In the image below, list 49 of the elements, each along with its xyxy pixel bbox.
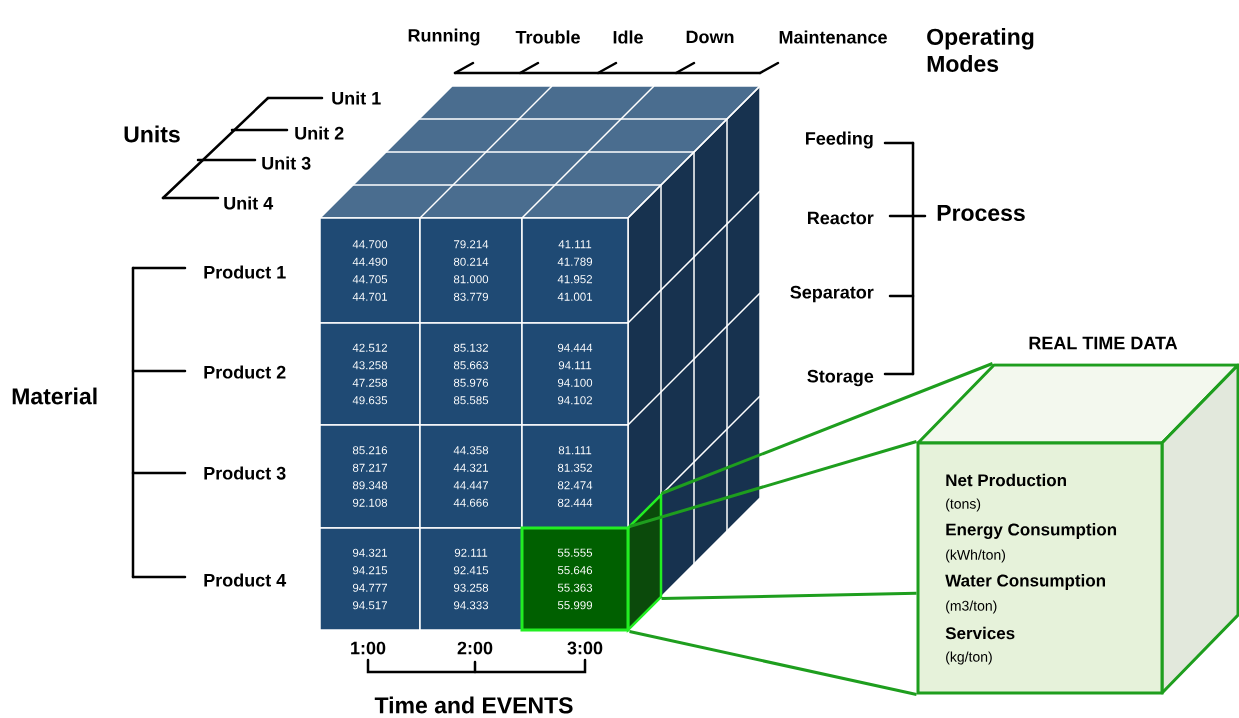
metric-name: Services [945, 626, 1015, 640]
data-cell: 94.321 94.215 94.777 94.517 [319, 527, 421, 631]
axis-title: Process [937, 205, 1025, 221]
column-label: Idle [613, 30, 643, 44]
row-label: Product 2 [204, 365, 286, 379]
column-label: Maintenance [779, 30, 887, 44]
projection-line [661, 591, 917, 600]
layer-label: Unit 1 [332, 91, 381, 105]
column-label: Running [408, 28, 480, 46]
row-label: Product 3 [204, 466, 286, 480]
data-cell: 42.512 43.258 47.258 49.635 [319, 322, 421, 426]
axis-title: Units [124, 125, 180, 143]
projection-line [660, 362, 994, 495]
axis-title: Material [12, 387, 97, 405]
column-label: 2:00 [457, 641, 493, 655]
row-label: Storage [807, 369, 874, 387]
data-cell: 81.111 81.352 82.474 82.444 [521, 424, 629, 529]
row-label: Separator [790, 285, 874, 303]
data-cell: 94.444 94.111 94.100 94.102 [521, 322, 629, 426]
metric-name: Net Production [946, 473, 1066, 487]
data-cell: 44.358 44.321 44.447 44.666 [419, 424, 523, 529]
unit-label: (kWh/ton) [946, 549, 1005, 563]
axis-title: Time and EVENTS [374, 696, 573, 714]
row-label: Product 4 [204, 573, 287, 587]
heading: REAL TIME DATA [1029, 336, 1178, 350]
layer-label: Unit 3 [262, 156, 311, 170]
data-cell: 85.132 85.663 85.976 85.585 [419, 322, 523, 426]
axis-title: Operating Modes [927, 28, 1034, 72]
unit-label: (kg/ton) [946, 651, 992, 665]
layer-label: Unit 4 [224, 196, 274, 210]
column-label: Down [686, 30, 734, 44]
metric-name: Energy Consumption [946, 523, 1117, 539]
layer-label: Unit 2 [295, 126, 344, 140]
unit-label: (tons) [946, 498, 981, 512]
row-label: Feeding [806, 131, 873, 149]
unit-label: (m3/ton) [946, 600, 997, 614]
projection-line [629, 630, 917, 696]
column-label: Trouble [515, 30, 580, 44]
metric-name: Water Consumption [945, 574, 1105, 590]
data-cell: 85.216 87.217 89.348 92.108 [319, 424, 421, 529]
data-cell: 92.111 92.415 93.258 94.333 [419, 527, 523, 631]
data-cell: 79.214 80.214 81.000 83.779 [419, 217, 523, 324]
column-label: 3:00 [567, 641, 603, 655]
data-cell: 44.700 44.490 44.705 44.701 [319, 217, 421, 324]
column-label: 1:00 [351, 641, 386, 655]
row-label: Product 1 [204, 265, 286, 279]
row-label: Reactor [808, 211, 874, 225]
data-cell: 41.111 41.789 41.952 41.001 [521, 217, 629, 324]
projection-line [629, 440, 917, 528]
